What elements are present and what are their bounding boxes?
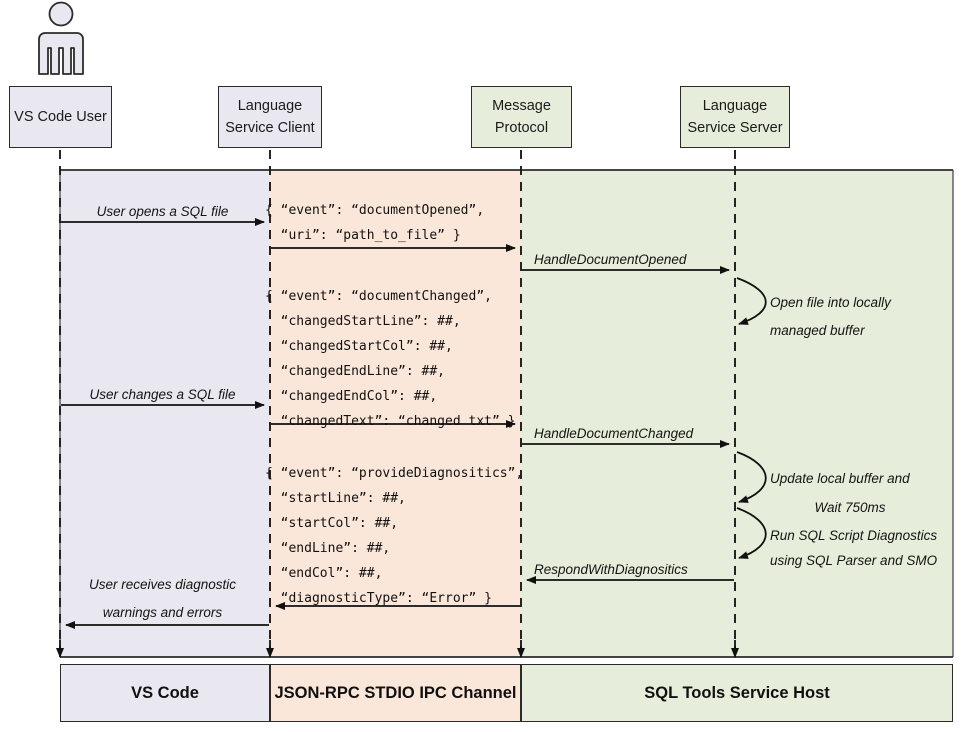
message-label-handle-document-changed: HandleDocumentChanged bbox=[534, 426, 694, 441]
footer-vs-code-label: VS Code bbox=[131, 683, 199, 702]
selfcall-open-file-buffer bbox=[736, 277, 767, 325]
payload-provide-diagnostics: { “event”: “provideDiagnositics”, “start… bbox=[265, 466, 524, 606]
participant-language-service-client[interactable]: Language Service Client bbox=[218, 86, 322, 148]
participant-language-service-client-line1: Language bbox=[237, 97, 303, 114]
message-label-user-receives-diagnostics-line1: User receives diagnostic bbox=[88, 577, 237, 592]
selfcall-run-diagnostics bbox=[736, 507, 767, 559]
footer-ipc-label: JSON-RPC STDIO IPC Channel bbox=[274, 683, 517, 702]
participant-vs-code-user-label: VS Code User bbox=[14, 108, 107, 125]
participant-language-service-server-line1: Language bbox=[702, 97, 768, 114]
selfcall-label-run-diagnostics-line1: Run SQL Script Diagnostics bbox=[770, 528, 938, 543]
selfcall-label-open-file-buffer-line2: managed buffer bbox=[770, 323, 865, 338]
message-label-handle-document-opened: HandleDocumentOpened bbox=[534, 252, 687, 267]
payload-document-opened: { “event”: “documentOpened”, “uri”: “pat… bbox=[265, 203, 485, 243]
participant-message-protocol-line2: Protocol bbox=[494, 120, 549, 136]
message-label-user-changes-sql-file: User changes a SQL file bbox=[89, 387, 236, 402]
band-ipc bbox=[270, 170, 521, 657]
footer-vs-code[interactable]: VS Code bbox=[60, 664, 270, 722]
participant-message-protocol[interactable]: Message Protocol bbox=[471, 86, 572, 148]
selfcall-label-update-buffer-wait-line2: Wait 750ms bbox=[814, 500, 886, 515]
selfcall-label-run-diagnostics-line2: using SQL Parser and SMO bbox=[770, 553, 938, 568]
participant-vs-code-user[interactable]: VS Code User bbox=[9, 86, 112, 148]
participant-message-protocol-line1: Message bbox=[492, 97, 551, 114]
selfcall-update-buffer-wait bbox=[736, 451, 767, 503]
selfcall-label-open-file-buffer-line1: Open file into locally bbox=[770, 295, 891, 310]
participant-language-service-server-line2: Service Server bbox=[687, 120, 783, 136]
band-service bbox=[521, 170, 953, 657]
participant-language-service-client-line2: Service Client bbox=[225, 120, 315, 136]
vs-code-user-figure bbox=[38, 1, 84, 75]
payload-document-changed: { “event”: “documentChanged”, “changedSt… bbox=[265, 289, 516, 429]
footer-host-label: SQL Tools Service Host bbox=[644, 683, 830, 702]
message-label-respond-with-diagnostics: RespondWithDiagnositics bbox=[534, 562, 688, 577]
participant-language-service-server[interactable]: Language Service Server bbox=[680, 86, 790, 148]
selfcall-label-update-buffer-wait-line1: Update local buffer and bbox=[770, 471, 910, 486]
band-vs-code bbox=[60, 170, 270, 657]
footer-ipc[interactable]: JSON-RPC STDIO IPC Channel bbox=[270, 664, 521, 722]
footer-host[interactable]: SQL Tools Service Host bbox=[521, 664, 953, 722]
message-label-user-opens-sql-file: User opens a SQL file bbox=[96, 204, 229, 219]
message-label-user-receives-diagnostics-line2: warnings and errors bbox=[102, 605, 223, 620]
